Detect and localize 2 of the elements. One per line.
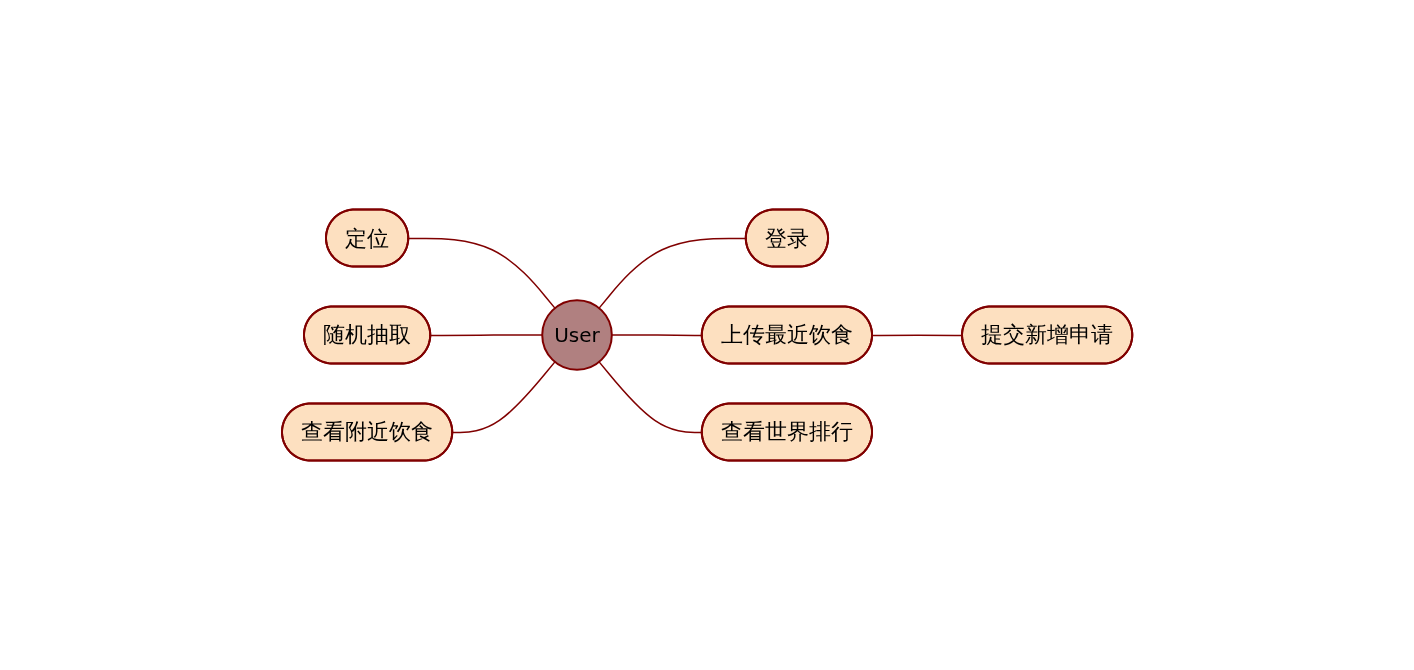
connector: [429, 334, 543, 337]
node-circle: User: [541, 299, 613, 371]
